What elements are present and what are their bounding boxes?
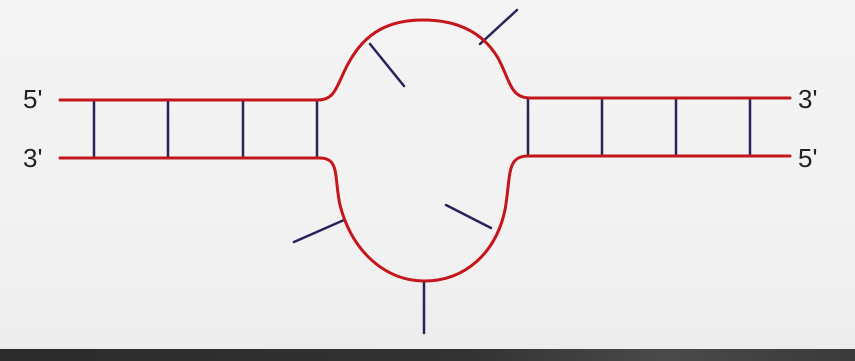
unpaired-base (294, 220, 344, 242)
unpaired-base (446, 205, 491, 228)
unpaired-base (370, 44, 404, 86)
top-left-end-label: 5' (23, 84, 42, 114)
top-right-end-label: 3' (798, 84, 817, 114)
bottom-right-end-label: 5' (798, 143, 817, 173)
top-strand (60, 20, 790, 100)
unpaired-base (480, 10, 517, 44)
bottom-bar (0, 349, 855, 361)
bottom-left-end-label: 3' (23, 143, 42, 173)
bottom-strand (60, 156, 790, 281)
